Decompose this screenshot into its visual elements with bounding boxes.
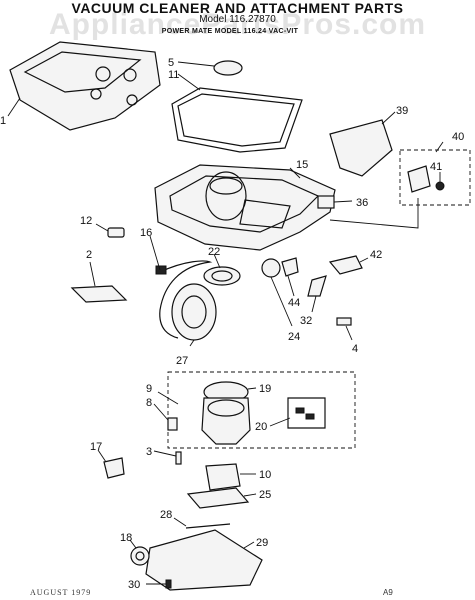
leader-32 xyxy=(311,295,317,313)
leader-8 xyxy=(153,403,169,421)
footer-page: A9 xyxy=(383,588,393,597)
part-32-button xyxy=(307,275,327,297)
leader-5 xyxy=(177,61,215,67)
callout-36: 36 xyxy=(356,197,368,209)
part-15-canister xyxy=(154,164,336,251)
model-number: Model 116.27870 xyxy=(199,14,276,25)
leader-15 xyxy=(289,167,301,179)
part-39-holder xyxy=(329,119,393,177)
part-10-mount xyxy=(205,463,241,491)
leader-12 xyxy=(95,223,109,232)
part-18-wheel xyxy=(130,546,150,566)
part-3-stud xyxy=(175,451,182,465)
part-2-hanger xyxy=(70,285,128,303)
leader-16 xyxy=(149,235,161,271)
leader-18 xyxy=(129,539,137,549)
callout-3: 3 xyxy=(146,446,152,458)
part-20-brush-set xyxy=(287,397,326,429)
callout-10: 10 xyxy=(259,469,271,481)
callout-4: 4 xyxy=(352,343,358,355)
callout-27: 27 xyxy=(176,355,188,367)
callout-17: 17 xyxy=(90,441,102,453)
callout-25: 25 xyxy=(259,489,271,501)
assembly-line xyxy=(329,198,419,229)
leader-42 xyxy=(359,257,369,263)
leader-2 xyxy=(89,261,96,287)
leader-39 xyxy=(381,111,396,125)
callout-32: 32 xyxy=(300,315,312,327)
leader-1 xyxy=(7,97,21,117)
part-12-clip xyxy=(107,227,125,238)
leader-40 xyxy=(435,141,444,153)
part-11-gasket xyxy=(171,87,303,153)
part-22-ring xyxy=(203,266,241,286)
part-8-screw xyxy=(167,417,178,431)
callout-15: 15 xyxy=(296,159,308,171)
callout-1: 1 xyxy=(0,115,6,127)
leader-24 xyxy=(270,276,293,327)
callout-12: 12 xyxy=(80,215,92,227)
part-42-plug xyxy=(328,255,363,275)
callout-24: 24 xyxy=(288,331,300,343)
callout-28: 28 xyxy=(160,509,172,521)
leader-20 xyxy=(269,417,291,427)
part-40-group xyxy=(399,149,471,206)
callout-22: 22 xyxy=(208,246,220,258)
model-subline: POWER MATE MODEL 116.24 VAC-VIT xyxy=(161,28,299,35)
callout-44: 44 xyxy=(288,297,300,309)
leader-36 xyxy=(333,200,353,203)
part-1-hood xyxy=(9,41,161,131)
leader-25 xyxy=(243,493,257,497)
diagram-title: VACUUM CLEANER AND ATTACHMENT PARTS xyxy=(71,0,404,16)
callout-18: 18 xyxy=(120,532,132,544)
part-29-base xyxy=(145,529,263,591)
leader-4 xyxy=(345,325,353,341)
leader-28 xyxy=(173,517,187,527)
part-19-motor xyxy=(201,381,251,445)
part-44-latch xyxy=(281,257,299,277)
part-24-knob xyxy=(261,258,281,278)
watermark: AppliancePartsPros.com xyxy=(48,8,427,41)
leader-29 xyxy=(243,541,255,549)
leader-11 xyxy=(177,73,201,91)
part-4-pin xyxy=(336,317,352,326)
callout-2: 2 xyxy=(86,249,92,261)
part-28-strip xyxy=(185,523,231,529)
part-25-pad xyxy=(186,487,250,509)
callout-19: 19 xyxy=(259,383,271,395)
leader-3 xyxy=(153,450,177,457)
part-36-switch xyxy=(317,195,335,209)
footer-date: AUGUST 1979 xyxy=(30,588,92,597)
leader-19 xyxy=(247,387,257,390)
callout-16: 16 xyxy=(140,227,152,239)
callout-9: 9 xyxy=(146,383,152,395)
callout-30: 30 xyxy=(128,579,140,591)
callout-5: 5 xyxy=(168,57,174,69)
callout-11: 11 xyxy=(168,69,179,81)
leader-9 xyxy=(157,391,179,405)
callout-8: 8 xyxy=(146,397,152,409)
part-16-cord xyxy=(159,260,213,339)
callout-41: 41 xyxy=(430,161,442,173)
leader-22 xyxy=(213,253,221,269)
leader-44 xyxy=(287,275,295,297)
part-30-screw xyxy=(165,579,172,589)
part-5-filter xyxy=(213,60,243,76)
part-27-cord-reel xyxy=(171,283,217,341)
callout-29: 29 xyxy=(256,537,268,549)
leader-27 xyxy=(189,339,195,347)
callout-39: 39 xyxy=(396,105,408,117)
part-17-switch xyxy=(103,457,125,479)
leader-17 xyxy=(97,449,107,463)
callout-42: 42 xyxy=(370,249,382,261)
part-9-motor-group xyxy=(167,371,356,449)
callout-40: 40 xyxy=(452,131,464,143)
callout-20: 20 xyxy=(255,421,267,433)
